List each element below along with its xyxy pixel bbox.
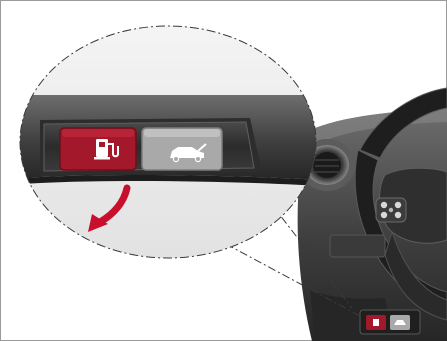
dashboard-view	[298, 88, 447, 341]
fuel-door-button[interactable]	[60, 128, 136, 170]
lower-switch-panel	[360, 310, 420, 334]
dash-recess	[330, 235, 385, 257]
fuel-pump-icon	[373, 319, 379, 326]
zoom-detail	[20, 26, 320, 258]
steering-controls	[376, 198, 406, 222]
trunk-button[interactable]	[142, 128, 222, 170]
